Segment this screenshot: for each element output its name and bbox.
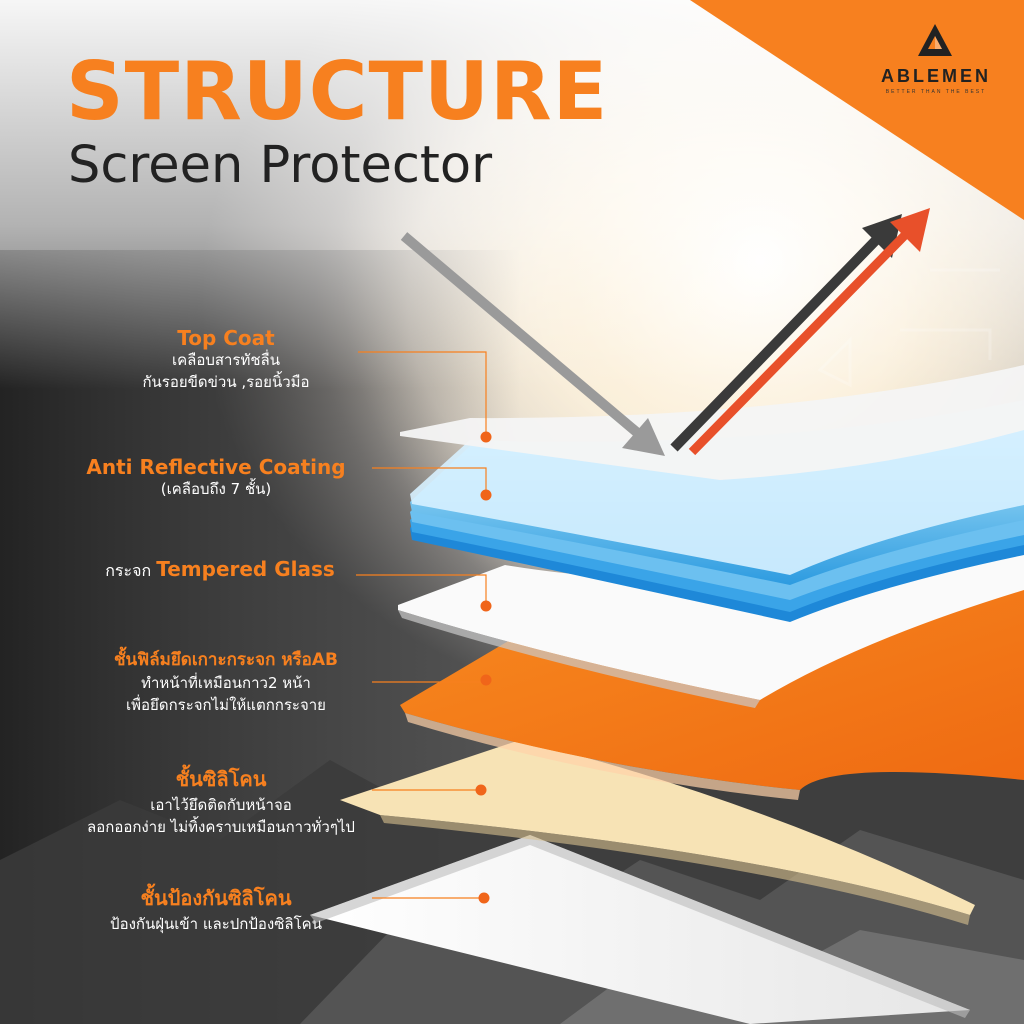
- label-ab-film: ชั้นฟิล์มยึดเกาะกระจก หรือAB ทำหน้าที่เห…: [56, 646, 396, 717]
- reflected-light-arrow-red: [688, 208, 930, 456]
- label-prefix: กระจก: [105, 561, 152, 580]
- label-line: เคลือบสารทัชลื่น: [171, 351, 281, 369]
- brand-block: ABLEMEN BETTER THAN THE BEST: [872, 66, 1000, 95]
- brand-tagline: BETTER THAN THE BEST: [885, 89, 987, 95]
- triangle-logo-icon: [918, 24, 952, 56]
- page-subtitle: Screen Protector: [68, 136, 493, 195]
- layer-silicone: [340, 740, 975, 915]
- incoming-light-arrow: [400, 232, 665, 456]
- brand-name: ABLEMEN: [881, 66, 991, 86]
- label-heading: Top Coat: [177, 326, 275, 350]
- page-title: STRUCTURE: [66, 45, 609, 138]
- label-line: เอาไว้ยึดติดกับหน้าจอ: [150, 796, 292, 814]
- label-heading: ชั้นซิลิโคน: [175, 767, 267, 791]
- label-line: ทำหน้าที่เหมือนกาว2 หน้า: [141, 674, 311, 692]
- layer-top-coat: [400, 365, 1024, 480]
- label-line: ลอกออกง่าย ไม่ทิ้งคราบเหมือนกาวทั่วๆไป: [87, 817, 355, 836]
- leader-lines: [356, 351, 487, 899]
- label-anti-reflective: Anti Reflective Coating (เคลือบถึง 7 ชั้…: [56, 455, 376, 501]
- layer-release-liner: [310, 835, 970, 1024]
- label-heading: Anti Reflective Coating: [86, 455, 346, 479]
- label-line: ป้องกันฝุ่นเข้า และปกป้องซิลิโคน: [110, 915, 322, 933]
- label-release-liner: ชั้นป้องกันซิลิโคน ป้องกันฝุ่นเข้า และปก…: [46, 882, 386, 936]
- label-silicone: ชั้นซิลิโคน เอาไว้ยึดติดกับหน้าจอ ลอกออก…: [36, 763, 406, 839]
- leader-dots: [475, 431, 492, 904]
- label-heading: ชั้นป้องกันซิลิโคน: [140, 886, 292, 910]
- label-tempered-glass: กระจก Tempered Glass: [50, 557, 390, 584]
- label-line: (เคลือบถึง 7 ชั้น): [160, 480, 272, 498]
- label-heading: ชั้นฟิล์มยึดเกาะกระจก หรือAB: [114, 650, 338, 670]
- label-line: เพื่อยึดกระจกไม่ให้แตกกระจาย: [126, 695, 326, 714]
- label-heading: Tempered Glass: [156, 557, 335, 581]
- label-line: กันรอยขีดข่วน ,รอยนิ้วมือ: [142, 372, 310, 391]
- label-top-coat: Top Coat เคลือบสารทัชลื่น กันรอยขีดข่วน …: [66, 326, 386, 394]
